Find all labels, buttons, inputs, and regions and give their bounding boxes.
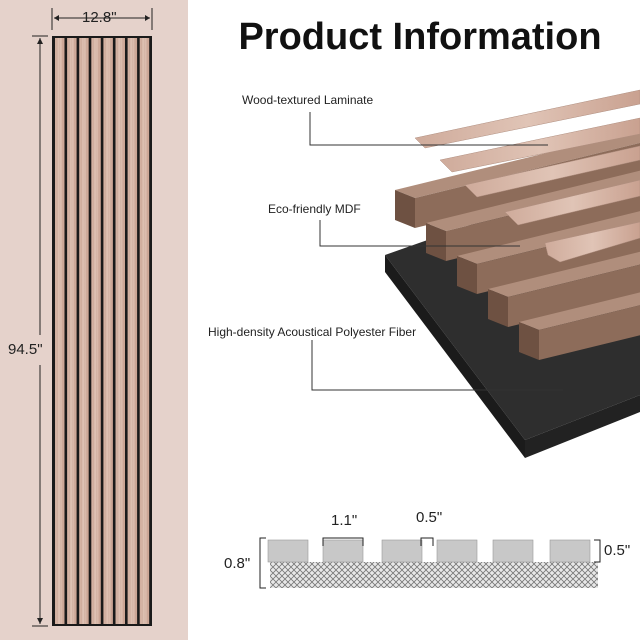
cross-section-felt [270,562,598,588]
laminate-layer [414,89,640,263]
panel-front-view [52,36,152,626]
slat-width-label: 1.1" [331,512,358,529]
panel-slat [115,37,125,625]
panel-slat [55,37,65,625]
slat-depth-label: 0.5" [604,542,631,559]
mdf-label: Eco-friendly MDF [268,202,361,216]
laminate-label: Wood-textured Laminate [242,93,374,107]
panel-slat [79,37,89,625]
cross-section-slat [436,539,478,563]
height-dimension [32,35,48,627]
panel-slat [139,37,150,625]
panel-height-label: 94.5" [8,341,43,358]
panel-slat [103,37,113,625]
mdf-slat [519,292,640,360]
panel-slat [91,37,101,625]
gap-width-label: 0.5" [416,509,443,526]
leader-lines [309,112,563,391]
panel-slat [67,37,77,625]
total-depth-label: 0.8" [224,555,251,572]
page-title: Product Information [238,16,602,58]
cross-section-slat [322,539,364,563]
width-dimension [51,8,153,30]
cross-section-slat [492,539,534,563]
cross-section-slat [267,539,309,563]
cross-section-diagram [259,537,601,589]
mdf-slat [488,251,640,327]
panel-slat [127,37,138,625]
cross-section-slat [549,539,591,563]
cross-section-slat [381,539,423,563]
panel-width-label: 12.8" [82,9,117,26]
fiber-label: High-density Acoustical Polyester Fiber [208,325,417,339]
